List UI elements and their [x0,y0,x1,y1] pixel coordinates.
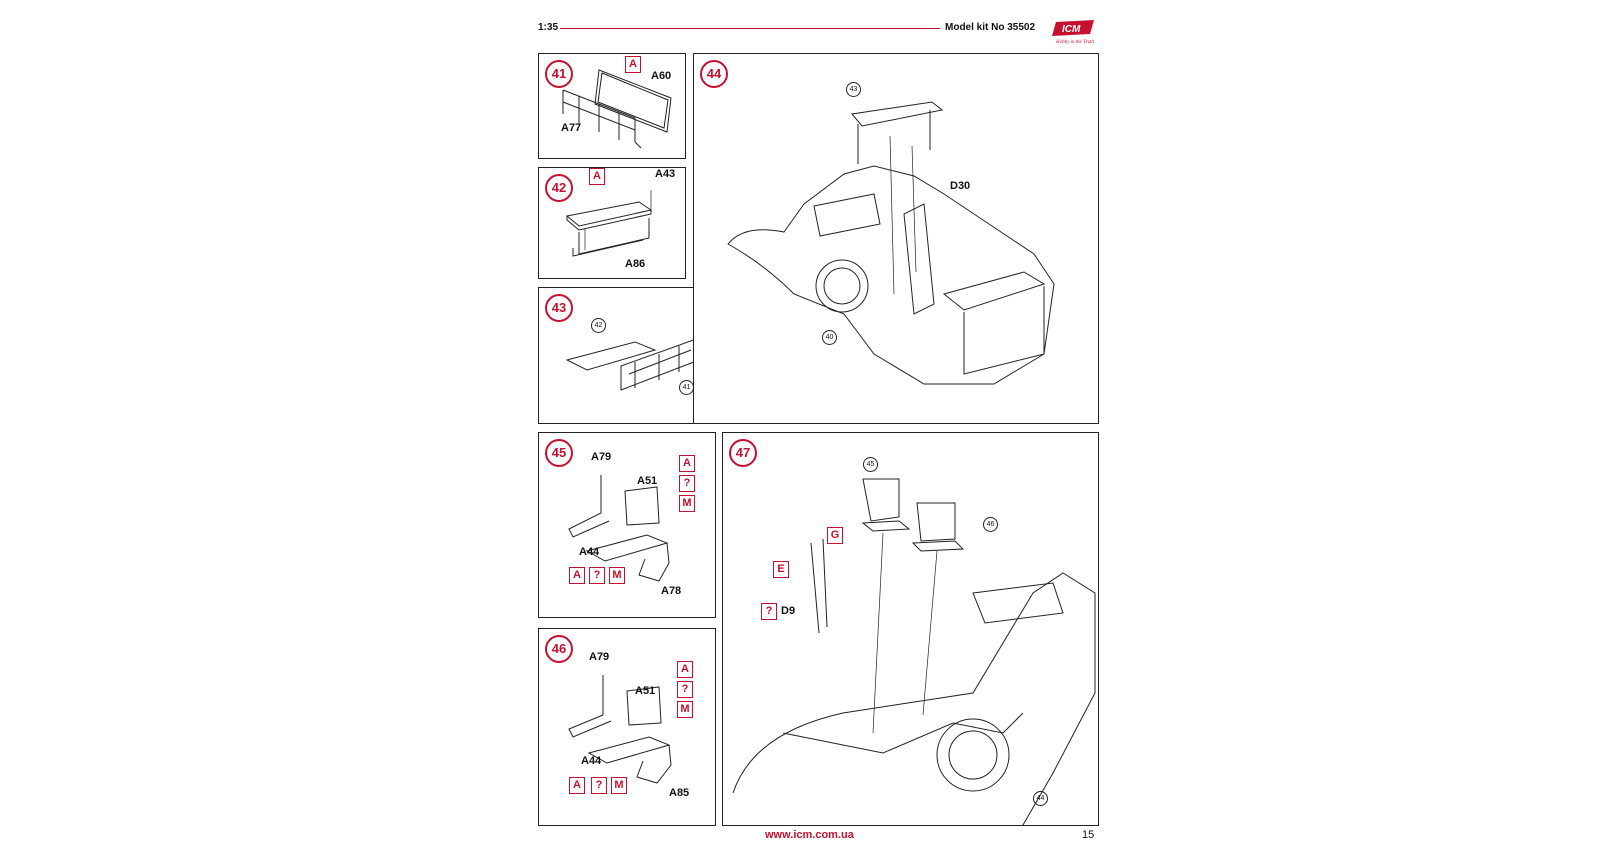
paint-code-g: G [827,527,843,544]
paint-code-unknown: ? [761,603,777,620]
ref-step-44: 44 [1033,791,1048,806]
part-a51: A51 [635,685,656,697]
ref-step-45: 45 [863,457,878,472]
part-a78: A78 [661,585,682,597]
paint-code-a: A [679,455,695,472]
step-42-number: 42 [545,174,573,202]
paint-code-unknown: ? [679,475,695,492]
step-42-panel: 42 A A43 A86 [538,167,686,279]
ref-step-46: 46 [983,517,998,532]
part-a60: A60 [651,70,672,82]
paint-code-a: A [677,661,693,678]
vehicle-interior-drawing [732,478,1096,825]
seat-back-frame-drawing [562,69,672,149]
ref-step-42: 42 [591,318,606,333]
vehicle-body-drawing [727,101,1055,385]
part-a79: A79 [589,651,610,663]
paint-code-unknown: ? [677,681,693,698]
header-rule [560,28,940,29]
part-a43: A43 [655,168,676,180]
part-d9: D9 [781,605,796,617]
ref-step-43: 43 [846,82,861,97]
step-45-number: 45 [545,439,573,467]
step-47-number: 47 [729,439,757,467]
paint-code-m: M [609,567,625,584]
part-a77: A77 [561,122,582,134]
part-a44: A44 [581,755,602,767]
part-d30: D30 [950,180,971,192]
model-number: Model kit No 35502 [945,22,1036,33]
scale-label: 1:35 [538,22,559,33]
website-link[interactable]: www.icm.com.ua [765,829,854,841]
paint-code-a: A [589,168,605,185]
paint-code-m: M [677,701,693,718]
step-46-panel: 46 A79 A51 A44 A85 A ? M A ? M [538,628,716,826]
paint-code-m: M [611,777,627,794]
paint-code-m: M [679,495,695,512]
step-45-panel: 45 A79 A51 A44 A78 A ? M A ? M [538,432,716,618]
ref-step-41: 41 [679,380,694,395]
paint-code-a: A [569,777,585,794]
paint-code-unknown: ? [589,567,605,584]
part-a51: A51 [637,475,658,487]
step-43-number: 43 [545,294,573,322]
seat-46-drawing [568,675,672,784]
step-46-number: 46 [545,635,573,663]
seat-45-drawing [568,475,670,582]
icm-logo: ICM Hobby in the Truth [1052,20,1094,45]
part-a79: A79 [591,451,612,463]
part-a86: A86 [625,258,646,270]
paint-code-a: A [569,567,585,584]
page-number: 15 [1082,829,1095,841]
svg-text:Hobby in the Truth: Hobby in the Truth [1055,40,1094,45]
part-a44: A44 [579,546,600,558]
ref-step-40: 40 [822,330,837,345]
bench-seat-drawing [565,190,653,257]
step-41-panel: 41 A A60 A77 [538,53,686,159]
svg-text:ICM: ICM [1062,24,1081,35]
step-44-panel: 44 43 D30 40 [693,53,1099,424]
step-41-number: 41 [545,60,573,88]
paint-code-unknown: ? [591,777,607,794]
part-a85: A85 [669,787,690,799]
paint-code-e: E [773,561,789,578]
step-47-panel: 47 45 46 44 G E ? D9 [722,432,1099,826]
step-44-number: 44 [700,60,728,88]
paint-code-a: A [625,56,641,73]
